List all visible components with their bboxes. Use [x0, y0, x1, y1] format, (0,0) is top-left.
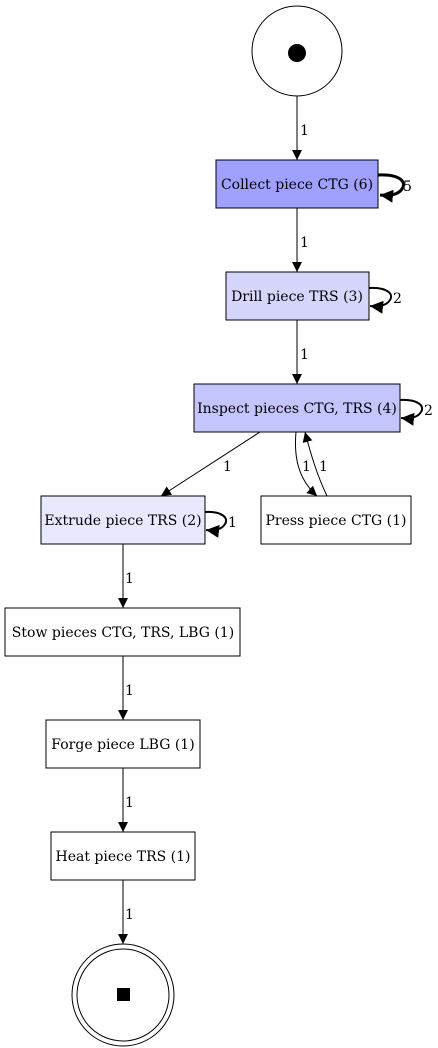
edge-label: 1	[228, 515, 237, 531]
edge-press-inspect: 1	[302, 431, 328, 497]
edge-inspect-extrude: 1	[160, 431, 261, 497]
activity-extrude-piece-trs[interactable]: Extrude piece TRS (2)	[40, 495, 206, 545]
edge-label: 1	[125, 683, 134, 699]
edge-label: 1	[300, 347, 309, 363]
node-label: Heat piece TRS (1)	[56, 849, 191, 865]
edge-stow-forge: 1	[118, 656, 134, 720]
edge-label: 1	[300, 235, 309, 251]
edge-label: 1	[319, 459, 328, 475]
edge-collect-drill: 1	[292, 208, 309, 272]
node-label: Drill piece TRS (3)	[231, 289, 363, 305]
node-label: Press piece CTG (1)	[265, 513, 406, 529]
edge-label: 2	[424, 403, 433, 419]
edge-heat-end: 1	[118, 880, 134, 944]
edge-inspect-press: 1	[295, 431, 318, 497]
edge-label: 1	[125, 571, 134, 587]
node-box	[40, 495, 206, 545]
edge-collect-self: 5	[377, 173, 412, 203]
node-label: Stow pieces CTG, TRS, LBG (1)	[12, 625, 234, 641]
node-box	[260, 495, 412, 545]
activity-collect-piece-ctg[interactable]: Collect piece CTG (6)	[215, 159, 379, 209]
end-square-icon	[117, 988, 130, 1001]
node-label: Collect piece CTG (6)	[221, 177, 373, 193]
node-box	[50, 831, 196, 881]
edge-label: 1	[125, 795, 134, 811]
node-box	[4, 607, 241, 657]
start-dot-icon	[288, 44, 306, 62]
edge-extrude-stow: 1	[118, 544, 134, 608]
edge-start-collect: 1	[292, 95, 309, 160]
activity-drill-piece-trs[interactable]: Drill piece TRS (3)	[225, 271, 370, 321]
edge-label: 1	[125, 907, 134, 923]
node-label: Extrude piece TRS (2)	[44, 513, 201, 529]
node-label: Forge piece LBG (1)	[51, 737, 194, 753]
edge-label: 2	[393, 291, 402, 307]
node-box	[193, 383, 401, 433]
start-node[interactable]	[251, 5, 343, 97]
edge-label: 1	[300, 123, 309, 139]
edge-drill-inspect: 1	[292, 320, 309, 384]
activity-forge-piece-lbg[interactable]: Forge piece LBG (1)	[45, 719, 201, 769]
activity-heat-piece-trs[interactable]: Heat piece TRS (1)	[50, 831, 196, 881]
node-box	[45, 719, 201, 769]
edge-label: 1	[302, 459, 311, 475]
edge-extrude-self: 1	[204, 510, 237, 538]
activity-press-piece-ctg[interactable]: Press piece CTG (1)	[260, 495, 412, 545]
edge-drill-self: 2	[368, 286, 402, 314]
node-label: Inspect pieces CTG, TRS (4)	[197, 401, 397, 417]
edge-label: 5	[403, 179, 412, 195]
edge-inspect-self: 2	[399, 398, 433, 426]
edge-label: 1	[223, 459, 232, 475]
edge-forge-heat: 1	[118, 768, 134, 832]
node-box	[225, 271, 370, 321]
activity-stow-pieces-ctg-trs-lbg[interactable]: Stow pieces CTG, TRS, LBG (1)	[4, 607, 241, 657]
node-box	[215, 159, 379, 209]
end-node[interactable]	[71, 943, 175, 1047]
activity-inspect-pieces-ctg-trs[interactable]: Inspect pieces CTG, TRS (4)	[193, 383, 401, 433]
